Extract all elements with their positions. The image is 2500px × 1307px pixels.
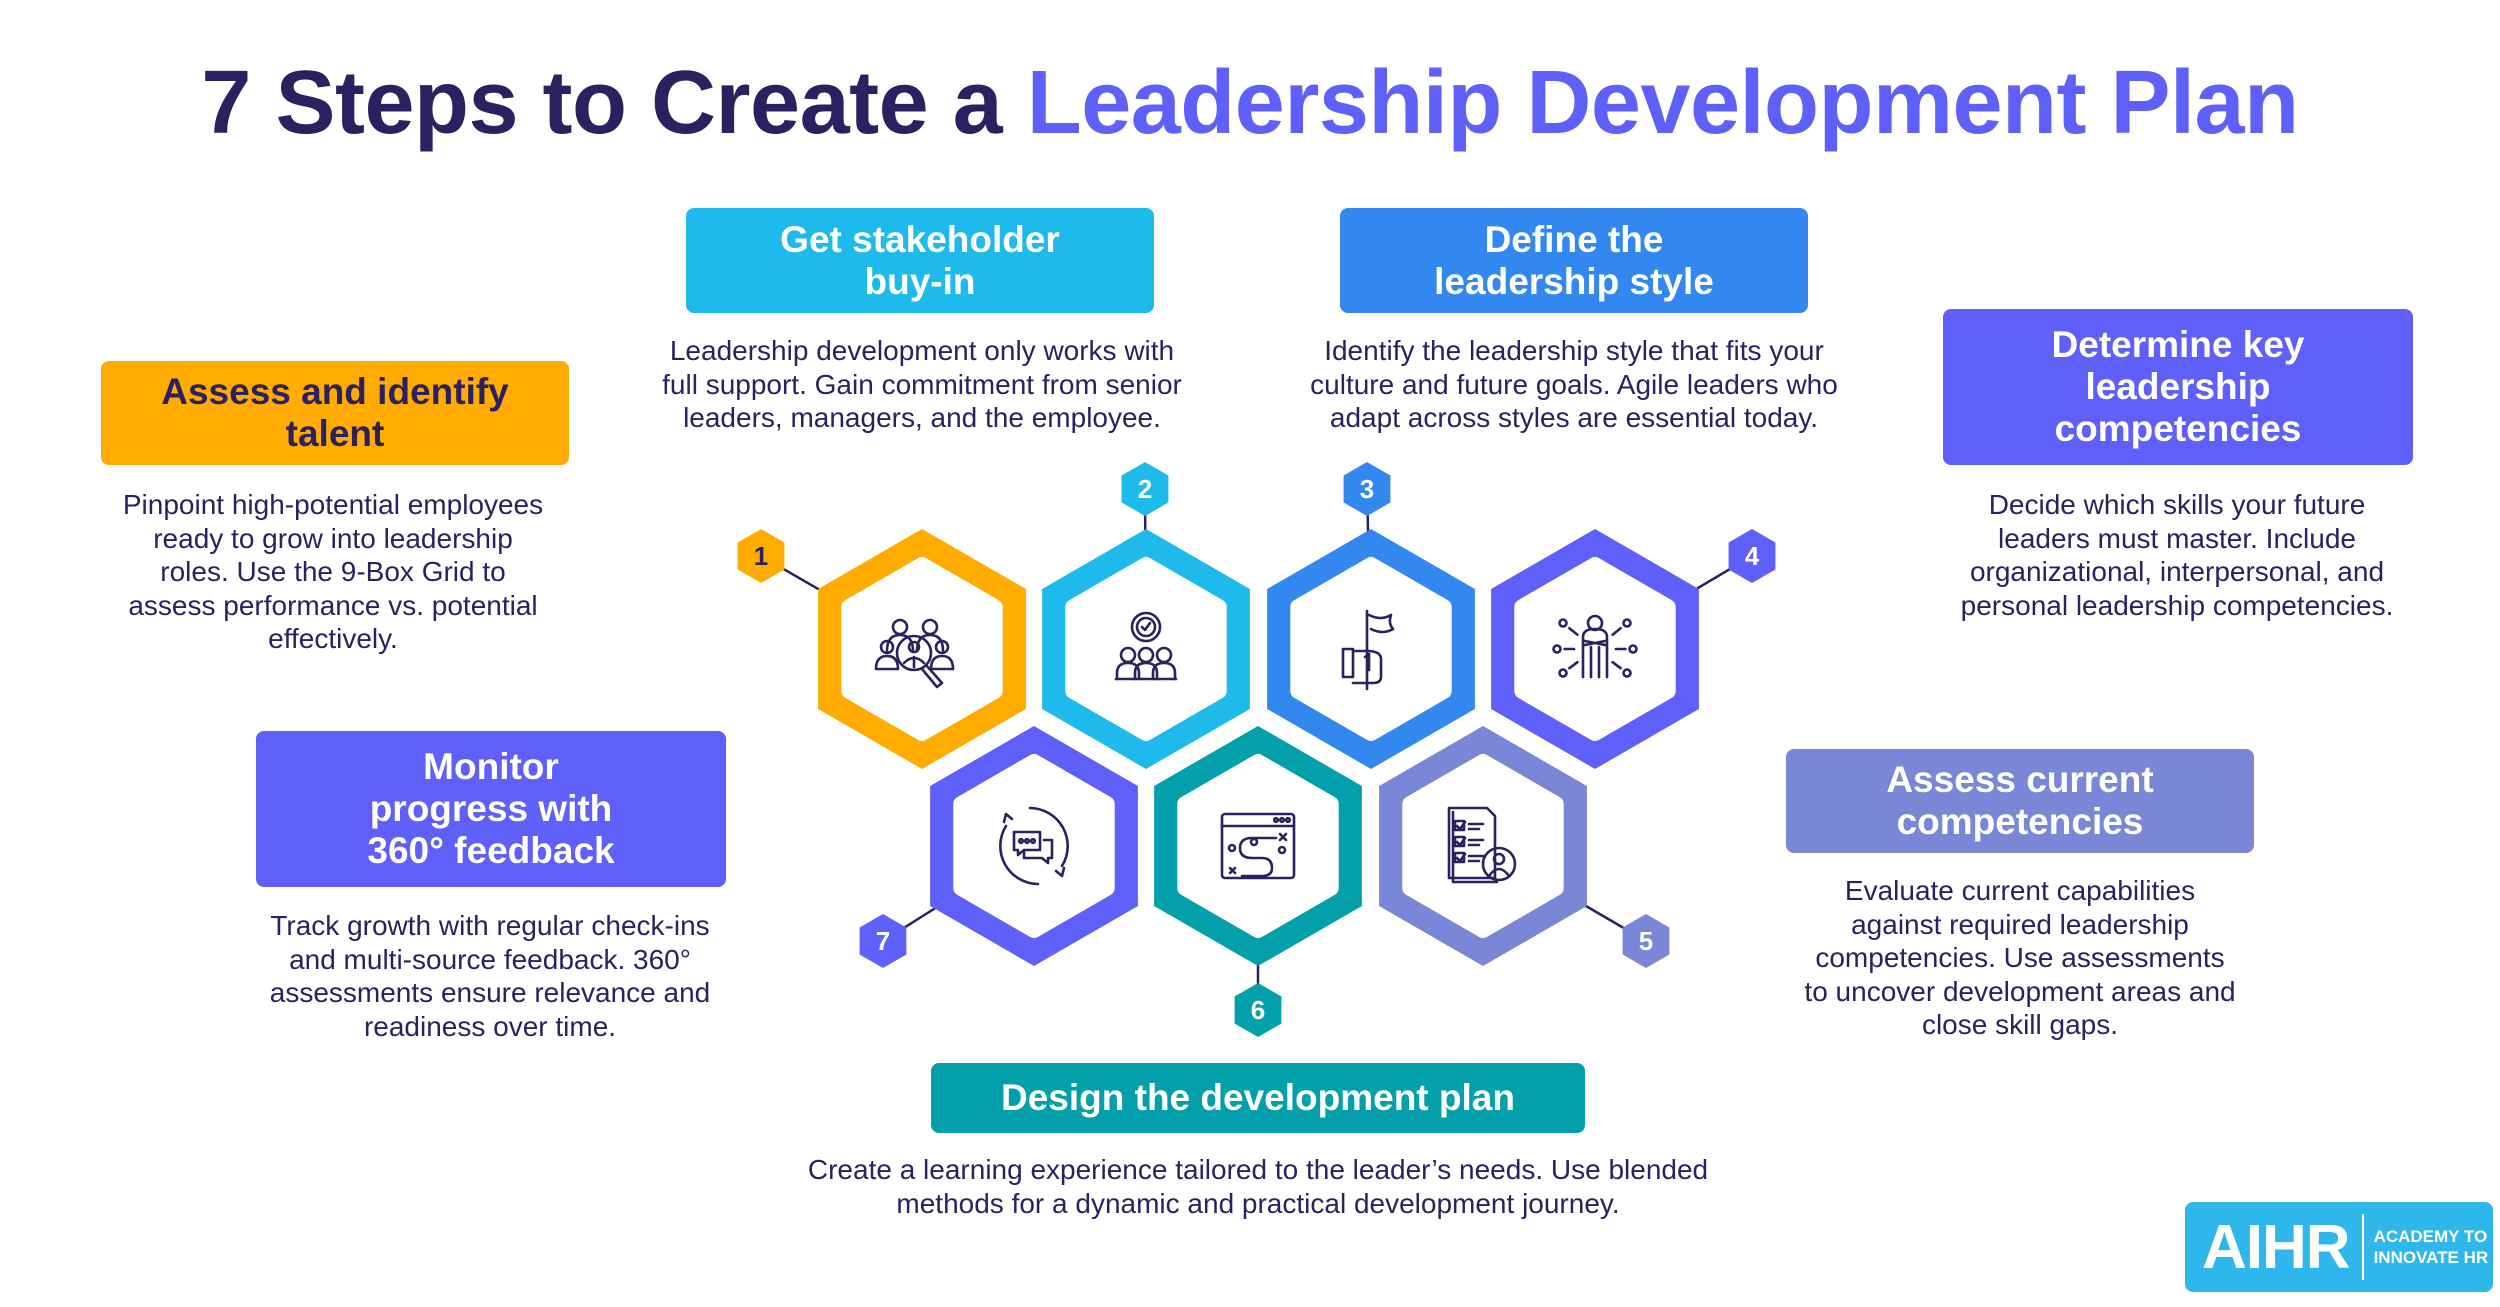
desc-line: Decide which skills your future — [1988, 489, 2366, 520]
desc-line: full support. Gain commitment from senio… — [662, 368, 1182, 400]
step-7-heading: progress with — [369, 788, 613, 829]
checklist-person-icon — [1447, 806, 1517, 884]
desc-line: Track growth with regular check-ins — [270, 910, 710, 941]
step-1-heading: Assess and identify — [161, 371, 509, 412]
desc-line: roles. Use the 9-Box Grid to — [160, 556, 506, 587]
title-accent: Leadership Development Plan — [1026, 53, 2299, 153]
step-2-heading: Get stakeholder — [780, 218, 1060, 260]
step-number: 1 — [754, 541, 768, 571]
desc-line: competencies. Use assessments — [1815, 942, 2225, 973]
desc-line: readiness over time. — [363, 1010, 617, 1042]
step-2-heading: buy-in — [864, 260, 976, 302]
strategy-plan-icon — [1220, 812, 1296, 880]
step-5-hexagon: 5 — [1379, 726, 1670, 968]
step-number: 5 — [1639, 926, 1653, 956]
step-7-hexagon: 7 — [859, 726, 1138, 968]
step-number: 2 — [1138, 474, 1152, 504]
hexagon-inner — [1177, 754, 1339, 938]
title-part-1: 7 Steps to Create a — [201, 53, 1027, 153]
desc-line: Create a learning experience tailored to… — [807, 1154, 1709, 1185]
desc-line: Identify the leadership style that fits … — [1324, 335, 1824, 366]
stakeholder-group-icon — [1114, 611, 1178, 681]
step-4-heading: Determine key — [2051, 324, 2305, 365]
step-7-heading: 360° feedback — [367, 830, 615, 871]
step-4-heading: competencies — [2054, 408, 2302, 449]
step-3-description: Identify the leadership style that fits … — [1310, 334, 1838, 435]
step-6-hexagon: 6 — [1154, 726, 1362, 1037]
step-4-number-badge: 4 — [1728, 529, 1776, 583]
desc-line: Pinpoint high-potential employees — [122, 489, 544, 520]
desc-line: against required leadership — [1851, 908, 2189, 940]
desc-line: Leadership development only works with — [669, 335, 1175, 366]
page-title: 7 Steps to Create a Leadership Developme… — [0, 52, 2500, 155]
feedback-cycle-icon — [999, 806, 1069, 886]
step-7-heading: Monitor — [423, 746, 559, 787]
step-3-number-badge: 3 — [1343, 462, 1391, 516]
step-5-heading: Assess current — [1886, 759, 2154, 800]
step-number: 4 — [1745, 541, 1760, 571]
step-1-heading: talent — [285, 413, 385, 454]
hexagon-inner — [841, 557, 1003, 741]
desc-line: leaders must master. Include — [1998, 522, 2356, 554]
desc-line: and multi-source feedback. 360° — [289, 943, 691, 975]
step-6-heading-box: Design the development plan — [931, 1063, 1585, 1133]
desc-line: assessments ensure relevance and — [269, 977, 711, 1008]
logo-line-2: INNOVATE HR — [2373, 1248, 2489, 1267]
step-5-number-badge: 5 — [1622, 914, 1670, 968]
aihr-logo: AIHR ACADEMY TO INNOVATE HR — [2185, 1202, 2493, 1292]
step-3-hexagon: 3 — [1267, 462, 1475, 769]
step-number: 6 — [1251, 995, 1265, 1025]
step-3-heading: Define the — [1484, 218, 1664, 260]
step-2-number-badge: 2 — [1121, 462, 1169, 516]
desc-line: to uncover development areas and — [1804, 975, 2236, 1007]
step-1-number-badge: 1 — [737, 529, 785, 583]
desc-line: Evaluate current capabilities — [1844, 875, 2196, 906]
desc-line: adapt across styles are essential today. — [1329, 402, 1819, 433]
step-6-description: Create a learning experience tailored to… — [808, 1153, 1708, 1220]
hexagon-inner — [1402, 754, 1564, 938]
step-5-heading: competencies — [1896, 801, 2144, 842]
step-3-heading: leadership style — [1434, 260, 1714, 302]
talent-search-icon — [874, 618, 955, 689]
hexagon-inner — [1290, 557, 1452, 741]
desc-line: assess performance vs. potential — [128, 589, 538, 621]
step-6-number-badge: 6 — [1234, 983, 1282, 1037]
step-4-hexagon: 4 — [1491, 529, 1776, 769]
desc-line: ready to grow into leadership — [153, 522, 513, 554]
desc-line: effectively. — [268, 623, 398, 654]
logo-divider — [2361, 1214, 2364, 1280]
desc-line: leaders, managers, and the employee. — [683, 402, 1161, 433]
desc-line: close skill gaps. — [1921, 1009, 2119, 1040]
logo-mark: AIHR — [2202, 1212, 2351, 1282]
hand-flag-icon — [1341, 609, 1395, 691]
hexagon-inner — [1514, 557, 1676, 741]
logo-line-1: ACADEMY TO — [2373, 1227, 2488, 1246]
desc-line: personal leadership competencies. — [1960, 589, 2394, 621]
step-number: 7 — [876, 926, 890, 956]
step-6-heading: Design the development plan — [1001, 1077, 1515, 1118]
step-1-hexagon: 1 — [737, 529, 1026, 769]
step-2-hexagon: 2 — [1042, 462, 1250, 769]
desc-line: methods for a dynamic and practical deve… — [896, 1187, 1620, 1219]
desc-line: organizational, interpersonal, and — [1969, 556, 2385, 587]
step-number: 3 — [1360, 474, 1374, 504]
desc-line: culture and future goals. Agile leaders … — [1310, 368, 1838, 400]
hexagon-inner — [953, 754, 1115, 938]
leader-network-icon — [1552, 614, 1638, 679]
step-7-number-badge: 7 — [859, 914, 907, 968]
step-4-heading: leadership — [2085, 366, 2271, 407]
